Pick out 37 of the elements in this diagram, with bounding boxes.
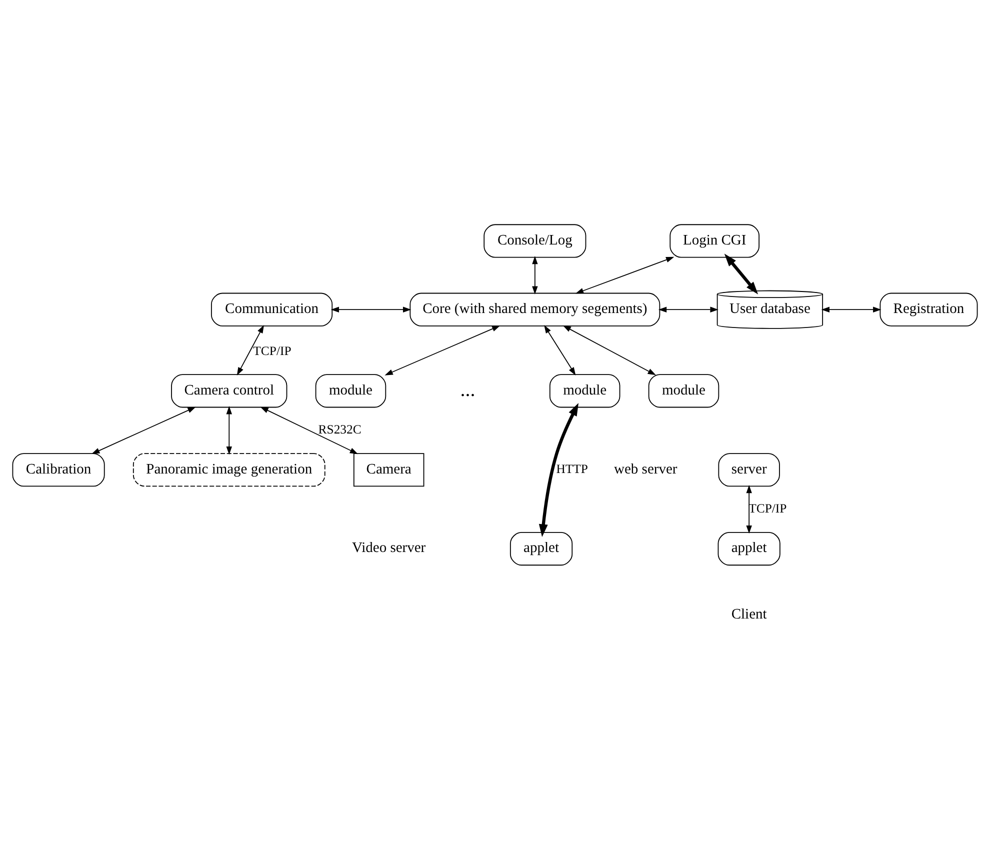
node-box: Core (with shared memory segements) [410, 292, 660, 326]
node-box: applet [510, 532, 573, 566]
arrow [724, 253, 758, 294]
node-box: Panoramic image generation [132, 452, 326, 486]
node-box: Console/Log [484, 224, 586, 258]
arrow [562, 324, 656, 375]
node-box: Calibration [12, 452, 105, 486]
edge-label: HTTP [556, 462, 588, 476]
label: Client [731, 606, 767, 622]
arrow [91, 406, 196, 454]
arrow [236, 324, 264, 376]
node-box: module [549, 374, 620, 408]
node-box: Camera [353, 452, 424, 486]
arrow [544, 324, 576, 375]
arrow [821, 306, 882, 312]
edge-label: RS232C [318, 422, 362, 436]
label: web server [614, 460, 678, 477]
arrow [575, 256, 674, 294]
arrow [260, 406, 358, 454]
node-box: Registration [880, 292, 978, 326]
arrow [532, 256, 538, 294]
label: ... [460, 378, 476, 400]
node-box: applet [718, 532, 780, 566]
arrow [330, 306, 412, 312]
node-box: module [648, 374, 720, 408]
arrow [384, 324, 500, 375]
arrow [746, 484, 752, 534]
arrow [226, 406, 232, 454]
arrow [538, 402, 579, 536]
edge-label: TCP/IP [253, 343, 292, 358]
node-box: Camera control [171, 374, 288, 408]
node-box: module [315, 374, 386, 408]
label: Video server [352, 540, 426, 556]
node-box: Communication [210, 292, 333, 326]
node-box: server [718, 452, 780, 486]
arrow [658, 306, 718, 312]
node-box: Login CGI [670, 224, 760, 258]
